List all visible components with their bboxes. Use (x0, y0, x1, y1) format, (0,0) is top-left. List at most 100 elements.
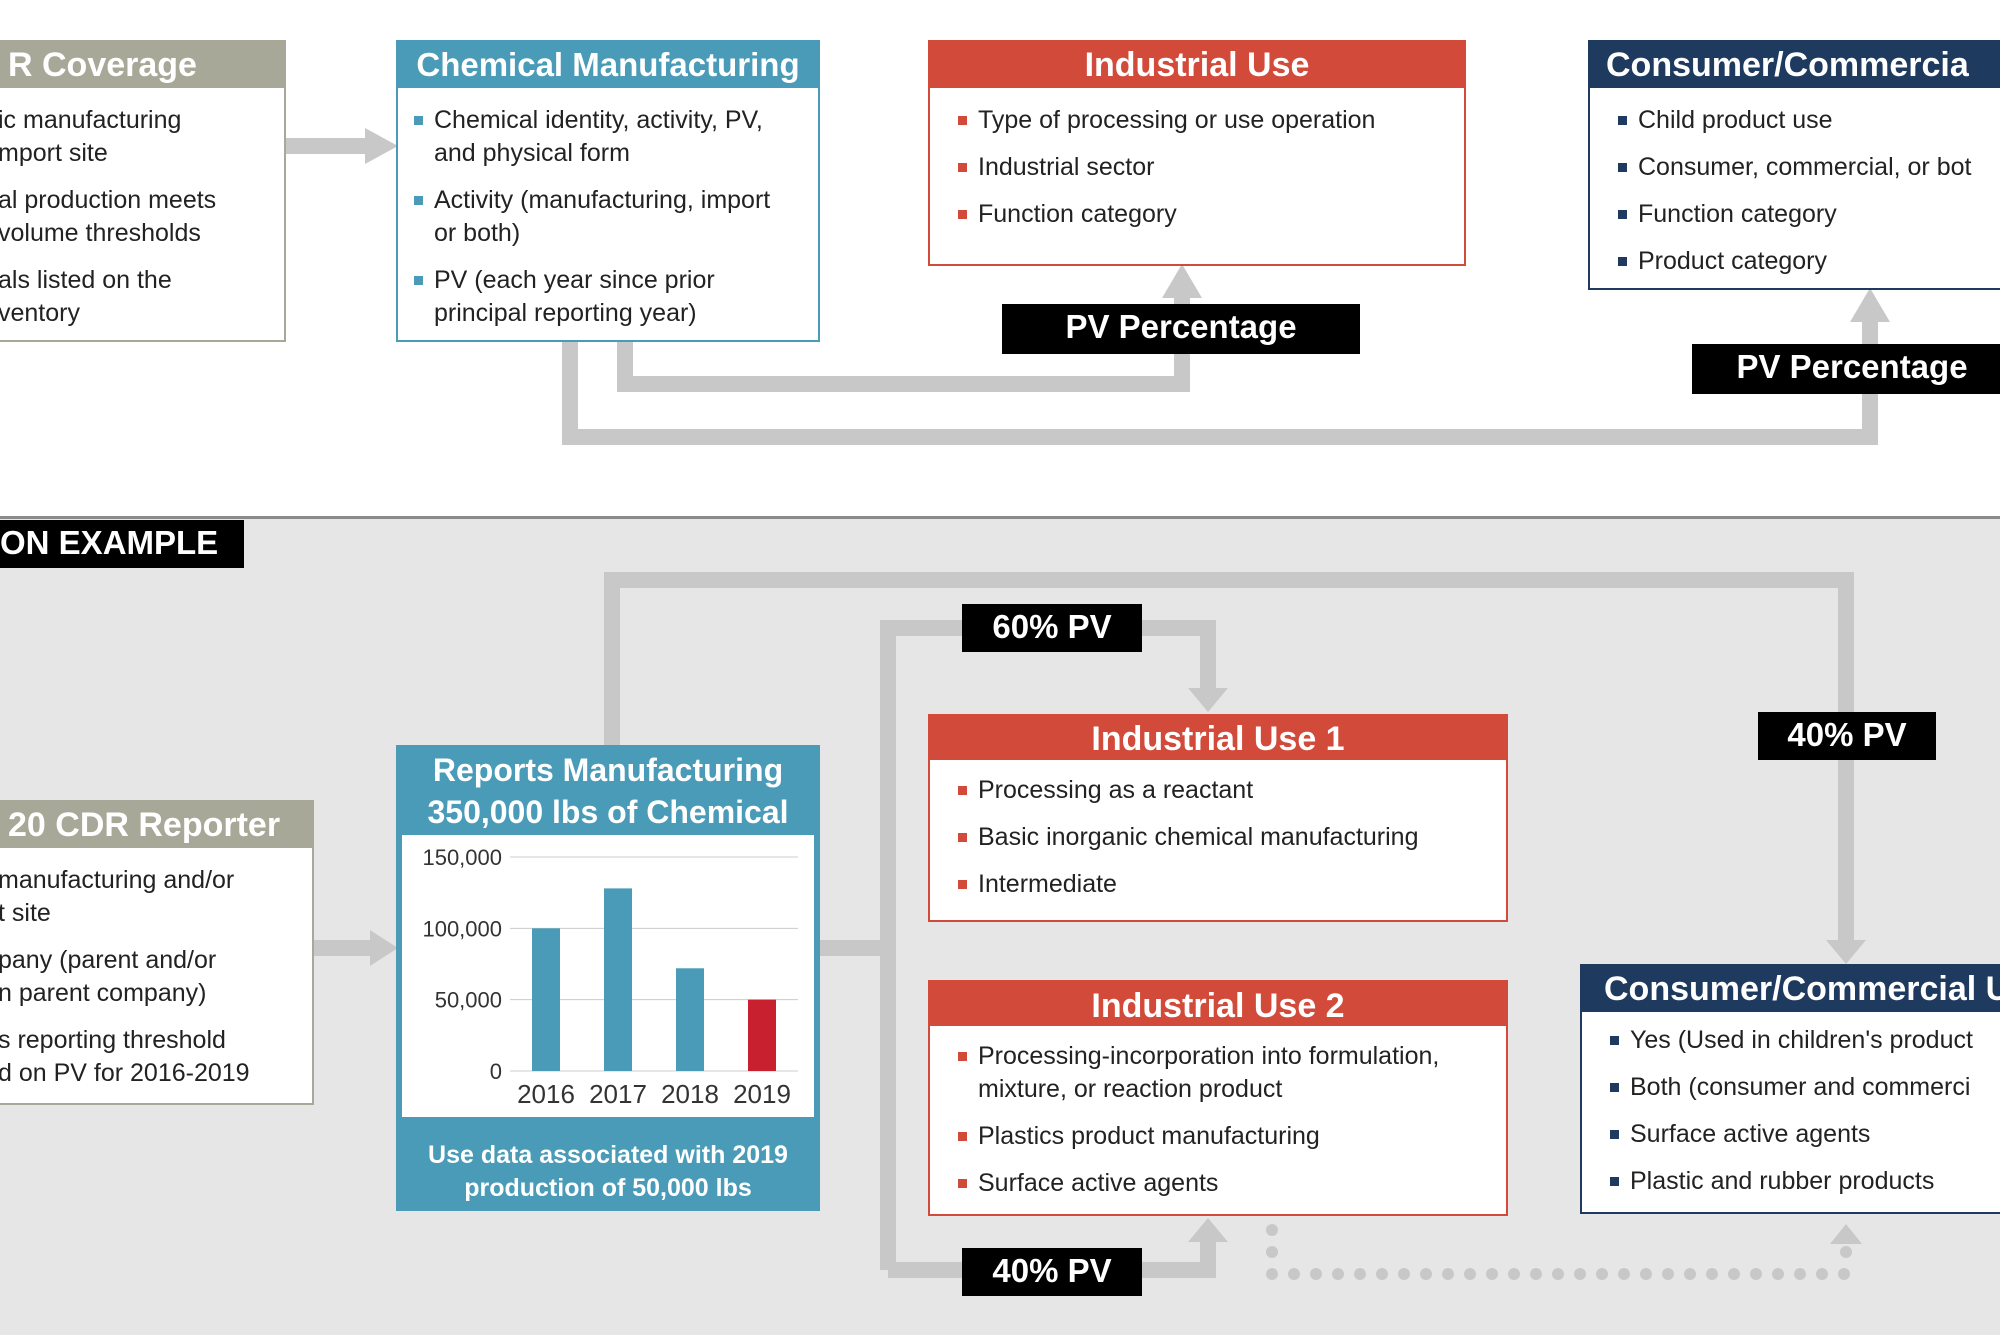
coverage-box: R Coverage ic manufacturing mport site a… (0, 40, 286, 342)
arrowhead-coverage (365, 128, 398, 164)
industrial-use-1-item: Basic inorganic chemical manufacturing (958, 821, 1490, 854)
dot (1530, 1268, 1542, 1280)
chem-mfg-box: Chemical Manufacturing Chemical identity… (396, 40, 820, 342)
industrial-use-1-title: Industrial Use 1 (930, 716, 1506, 760)
x-tick-label: 2018 (661, 1079, 719, 1109)
industrial-use-item: Type of processing or use operation (958, 104, 1448, 137)
dot (1618, 1268, 1630, 1280)
dot (1464, 1268, 1476, 1280)
chem-mfg-list: Chemical identity, activity, PV, and phy… (398, 88, 818, 330)
dot (1794, 1268, 1806, 1280)
consumer-use-item: Plastic and rubber products (1610, 1165, 1998, 1198)
dot (1332, 1268, 1344, 1280)
pv-60-label: 60% PV (962, 604, 1142, 652)
consumer-use-item: Both (consumer and commerci (1610, 1071, 1998, 1104)
arrowhead-consumer-bottom (1826, 940, 1866, 964)
dot (1266, 1224, 1278, 1236)
bar (676, 968, 704, 1071)
coverage-list: ic manufacturing mport site al productio… (0, 88, 284, 330)
dot (1772, 1268, 1784, 1280)
chem-mfg-item: Activity (manufacturing, import or both) (414, 184, 802, 250)
dot (1662, 1268, 1674, 1280)
dot (1684, 1268, 1696, 1280)
dot (1486, 1268, 1498, 1280)
pv-percentage-label: PV Percentage (1692, 344, 2000, 394)
consumer-use-list: Yes (Used in children's product Both (co… (1582, 1012, 2000, 1198)
dot (1574, 1268, 1586, 1280)
dot (1266, 1268, 1278, 1280)
reports-manufacturing-box: Reports Manufacturing 350,000 lbs of Che… (396, 745, 820, 1211)
x-tick-label: 2016 (517, 1079, 575, 1109)
reporter-item: s reporting threshold d on PV for 2016-2… (0, 1026, 250, 1087)
consumer-use-title: Consumer/Commercial U (1582, 966, 2000, 1012)
industrial-use-item: Industrial sector (958, 151, 1448, 184)
arrowhead-industrial (1162, 264, 1202, 298)
reports-footer: Use data associated with 2019 production… (428, 1141, 788, 1202)
dot (1706, 1268, 1718, 1280)
bar (748, 999, 776, 1071)
arrowhead-consumer (1850, 288, 1890, 322)
industrial-use-title: Industrial Use (930, 42, 1464, 88)
dot (1596, 1268, 1608, 1280)
reporter-box: 20 CDR Reporter manufacturing and/or t s… (0, 800, 314, 1105)
x-tick-label: 2017 (589, 1079, 647, 1109)
consumer-item: Consumer, commercial, or bot (1618, 151, 2000, 184)
industrial-use-item: Function category (958, 198, 1448, 231)
dot (1442, 1268, 1454, 1280)
dot (1310, 1268, 1322, 1280)
dot (1376, 1268, 1388, 1280)
reporter-item: pany (parent and/or n parent company) (0, 946, 217, 1007)
industrial-use-1-list: Processing as a reactant Basic inorganic… (930, 760, 1506, 901)
dot (1420, 1268, 1432, 1280)
industrial-use-2-box: Industrial Use 2 Processing-incorporatio… (928, 980, 1508, 1216)
y-tick-label: 150,000 (422, 845, 502, 870)
example-label: ON EXAMPLE (0, 520, 244, 568)
dot (1288, 1268, 1300, 1280)
bar (604, 888, 632, 1071)
section-divider (0, 516, 2000, 519)
arrow-reports-to-consumer (604, 572, 1854, 940)
arrowhead-use2 (1188, 1218, 1228, 1242)
dot (1840, 1246, 1852, 1258)
industrial-use-2-item: Surface active agents (958, 1167, 1490, 1200)
dot (1398, 1268, 1410, 1280)
consumer-item: Product category (1618, 245, 2000, 278)
consumer-box: Consumer/Commercia Child product use Con… (1588, 40, 2000, 290)
pv-40-bottom-label: 40% PV (962, 1248, 1142, 1296)
dot (1552, 1268, 1564, 1280)
pv-40-right-label: 40% PV (1758, 712, 1936, 760)
coverage-item: al production meets volume thresholds (0, 186, 217, 247)
industrial-use-2-list: Processing-incorporation into formulatio… (930, 1026, 1506, 1200)
chem-mfg-item: Chemical identity, activity, PV, and phy… (414, 104, 802, 170)
dot (1266, 1246, 1278, 1258)
industrial-use-1-item: Processing as a reactant (958, 774, 1490, 807)
bar (532, 928, 560, 1071)
reporter-title: 20 CDR Reporter (0, 802, 312, 848)
industrial-use-box: Industrial Use Type of processing or use… (928, 40, 1466, 266)
consumer-use-box: Consumer/Commercial U Yes (Used in child… (1580, 964, 2000, 1214)
arrowhead-reports (370, 930, 398, 966)
industrial-use-2-item: Processing-incorporation into formulatio… (958, 1040, 1490, 1106)
arrowhead-dotted (1830, 1224, 1862, 1244)
chem-mfg-item: PV (each year since prior principal repo… (414, 264, 802, 330)
y-tick-label: 0 (490, 1059, 502, 1084)
x-tick-label: 2019 (733, 1079, 791, 1109)
dot (1838, 1268, 1850, 1280)
chem-mfg-title: Chemical Manufacturing (398, 42, 818, 88)
reporter-item: manufacturing and/or t site (0, 866, 235, 927)
industrial-use-1-box: Industrial Use 1 Processing as a reactan… (928, 714, 1508, 922)
reports-title: Reports Manufacturing 350,000 lbs of Che… (427, 752, 789, 830)
coverage-item: ic manufacturing mport site (0, 106, 182, 167)
dot (1816, 1268, 1828, 1280)
dot (1508, 1268, 1520, 1280)
industrial-use-1-item: Intermediate (958, 868, 1490, 901)
dot (1640, 1268, 1652, 1280)
arrowhead-use1 (1188, 688, 1228, 712)
consumer-list: Child product use Consumer, commercial, … (1590, 88, 2000, 278)
consumer-item: Function category (1618, 198, 2000, 231)
reporter-list: manufacturing and/or t site pany (parent… (0, 848, 312, 1090)
industrial-use-list: Type of processing or use operation Indu… (930, 88, 1464, 231)
coverage-item: als listed on the ventory (0, 266, 172, 327)
pv-percentage-label: PV Percentage (1002, 304, 1360, 354)
